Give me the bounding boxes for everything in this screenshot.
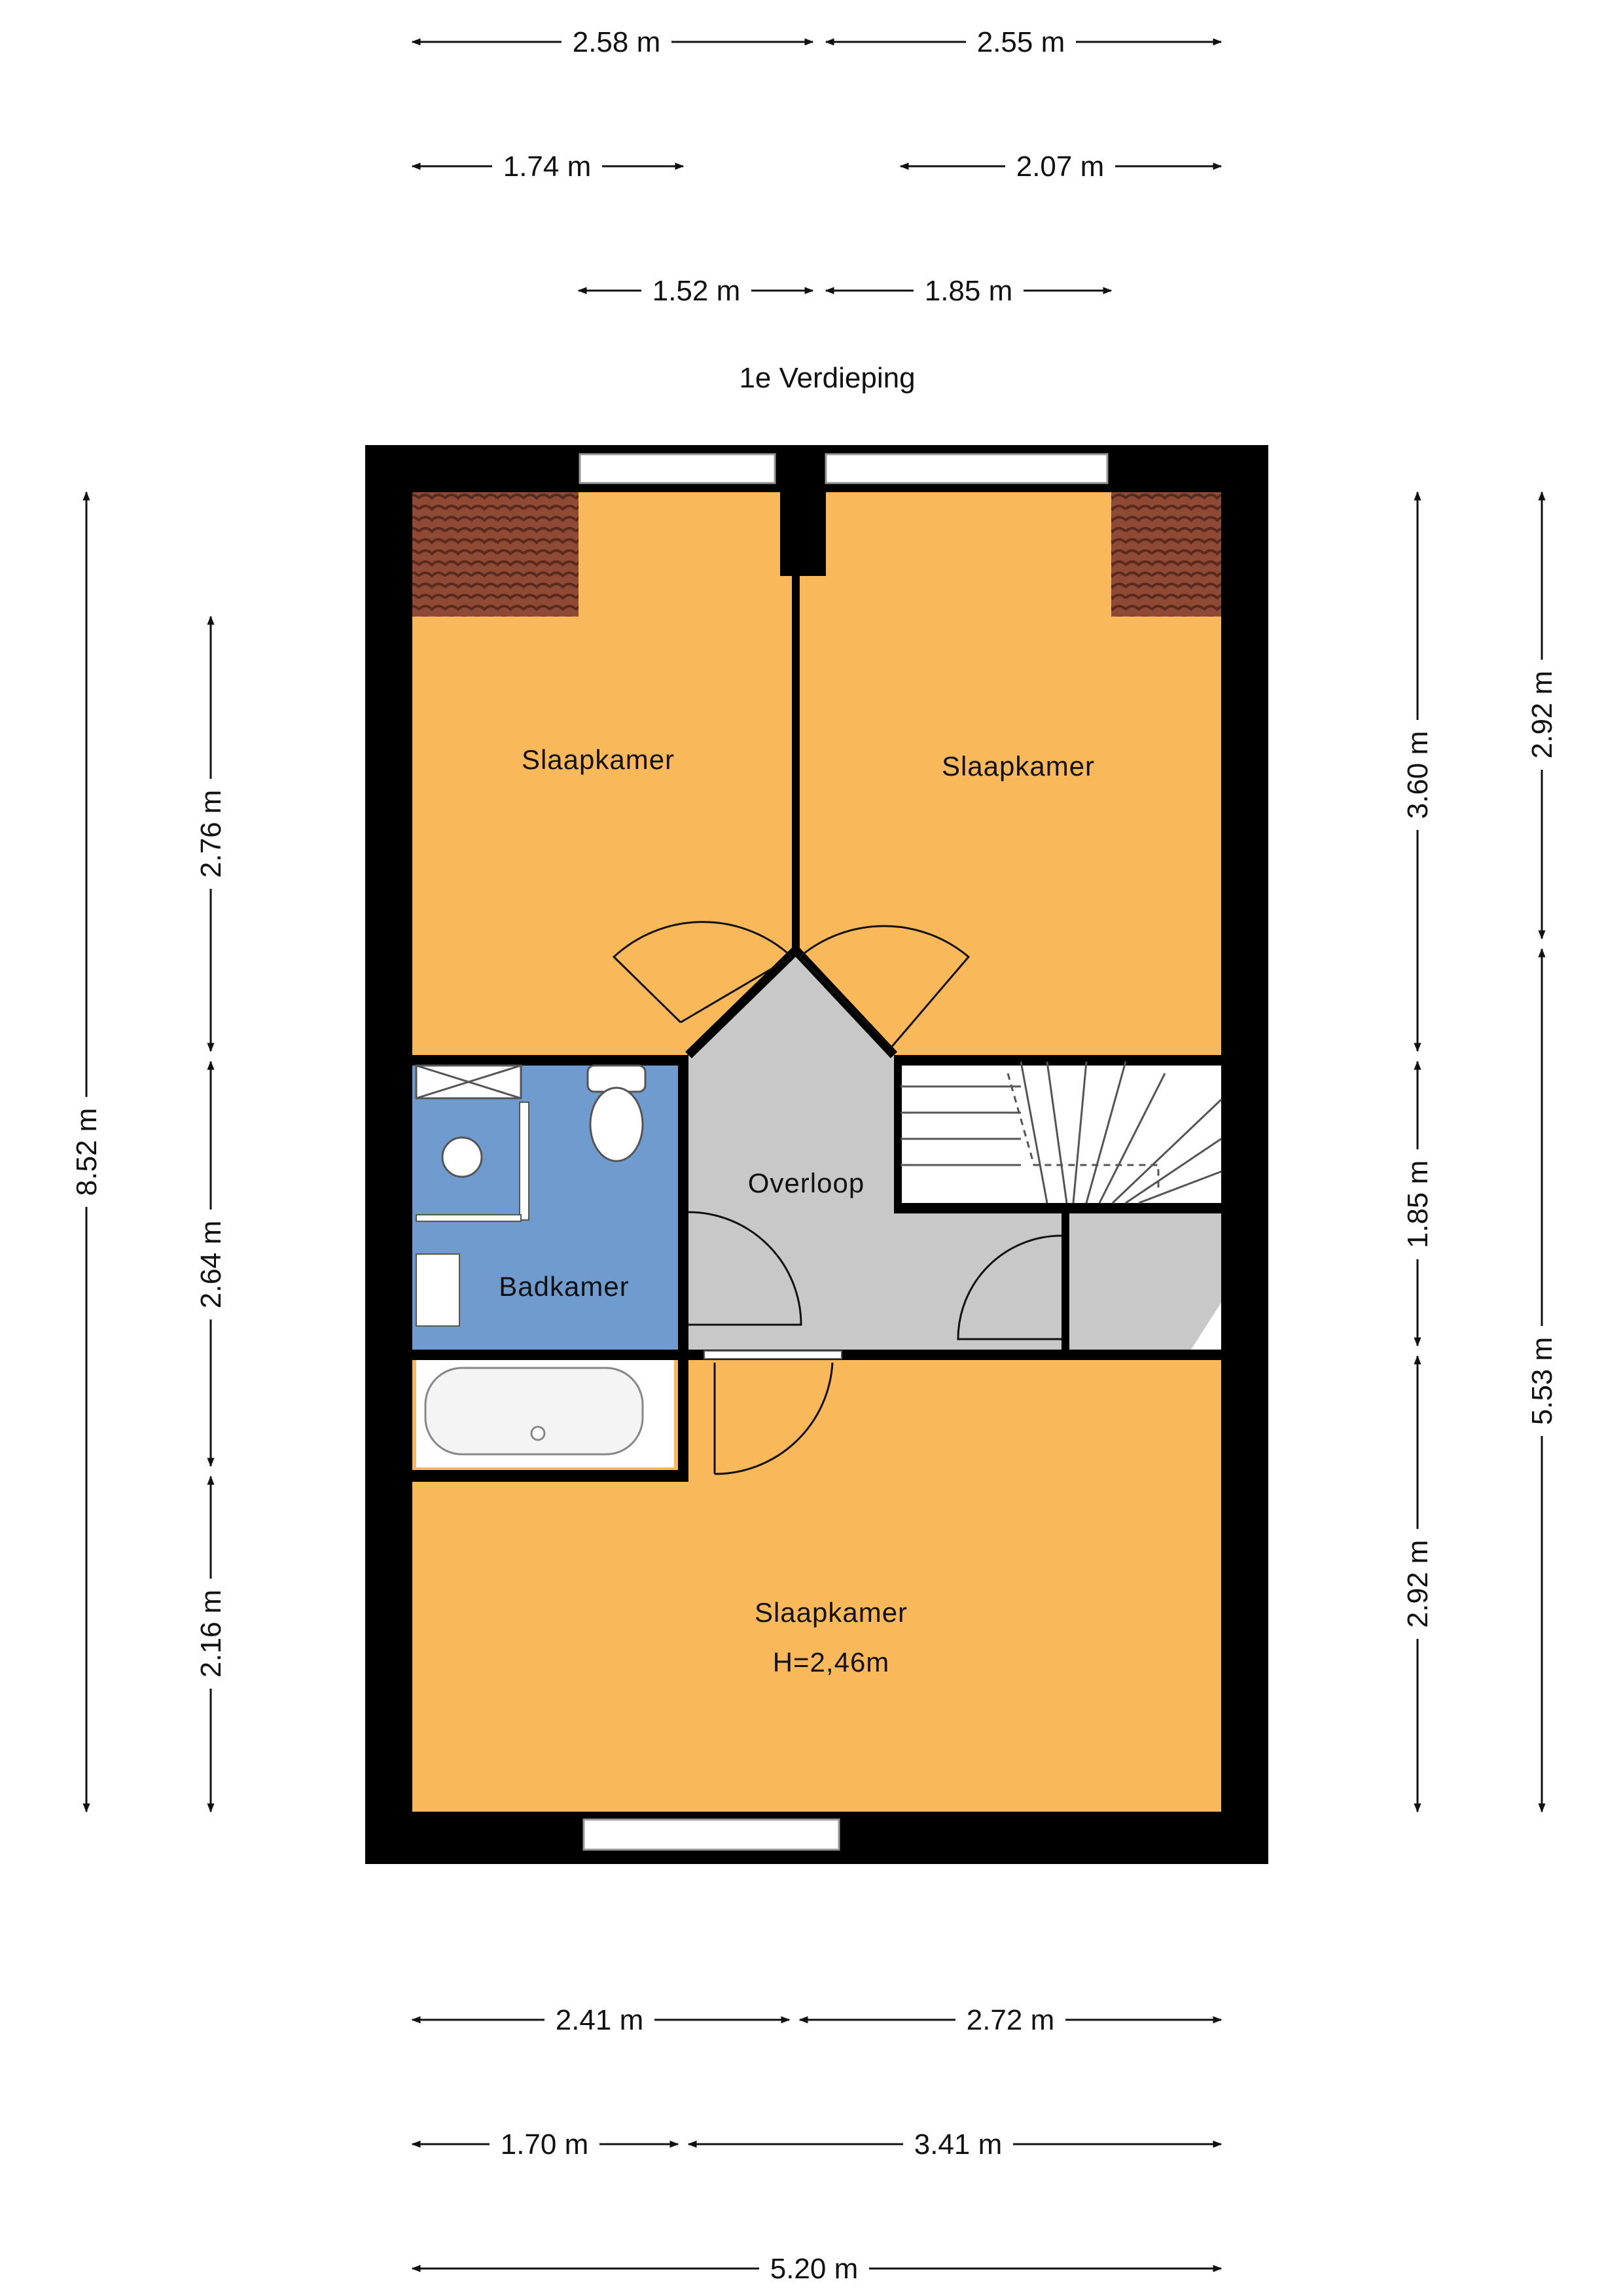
roof-tiles-right	[1111, 492, 1221, 617]
dim-bottom-3: 5.20 m	[770, 2253, 859, 2285]
door-swing-top-right	[798, 925, 971, 1049]
dim-bottom-2b: 3.41 m	[914, 2128, 1003, 2161]
dim-top-2b: 2.07 m	[1016, 151, 1105, 183]
dim-left-outer: 8.52 m	[71, 1108, 103, 1196]
dim-left-inner-1: 2.76 m	[195, 790, 227, 878]
dim-left-inner-3: 2.16 m	[195, 1590, 227, 1678]
dim-top-3b: 1.85 m	[925, 275, 1013, 307]
window-bottom	[582, 1818, 840, 1851]
room-label-bedroom-top-left: Slaapkamer	[522, 744, 675, 775]
dim-bottom-1a: 2.41 m	[556, 2004, 644, 2036]
room-label-bedroom-bottom-height: H=2,46m	[773, 1647, 890, 1677]
room-label-landing: Overloop	[748, 1168, 865, 1198]
room-label-bedroom-bottom: Slaapkamer	[755, 1597, 908, 1628]
door-swing-bedroom-bottom	[713, 1362, 834, 1475]
window-top-left	[579, 453, 776, 484]
dim-right-inner-1: 3.60 m	[1402, 731, 1434, 819]
dim-top-1b: 2.55 m	[977, 26, 1065, 58]
sink	[416, 1253, 460, 1327]
dim-bottom-1b: 2.72 m	[967, 2004, 1055, 2036]
room-landing	[688, 950, 1221, 1350]
dim-right-outer-2: 5.53 m	[1526, 1337, 1558, 1426]
dim-right-inner-2: 1.85 m	[1402, 1160, 1434, 1249]
room-label-bathroom: Badkamer	[499, 1271, 629, 1302]
dim-top-2a: 1.74 m	[503, 151, 592, 183]
window-top-right	[825, 453, 1109, 484]
dim-right-outer-1: 2.92 m	[1526, 671, 1558, 759]
stairs	[901, 1062, 1221, 1203]
dim-top-3a: 1.52 m	[652, 275, 741, 307]
dim-bottom-2a: 1.70 m	[501, 2128, 589, 2161]
floor-title: 1e Verdieping	[739, 362, 915, 394]
room-bedroom-top-left	[412, 492, 792, 1055]
roof-tiles-left	[412, 492, 579, 617]
room-label-bedroom-top-right: Slaapkamer	[942, 751, 1095, 781]
door-swing-landing-left	[688, 1211, 802, 1326]
dim-left-inner-2: 2.64 m	[195, 1221, 227, 1309]
dim-right-inner-3: 2.92 m	[1402, 1540, 1434, 1628]
stair-steps	[901, 1061, 1222, 1204]
door-swing-landing-right	[957, 1234, 1062, 1340]
dim-top-1a: 2.58 m	[573, 26, 661, 58]
room-bedroom-top-right	[800, 492, 1221, 1055]
door-swing-top-left	[612, 921, 793, 1024]
